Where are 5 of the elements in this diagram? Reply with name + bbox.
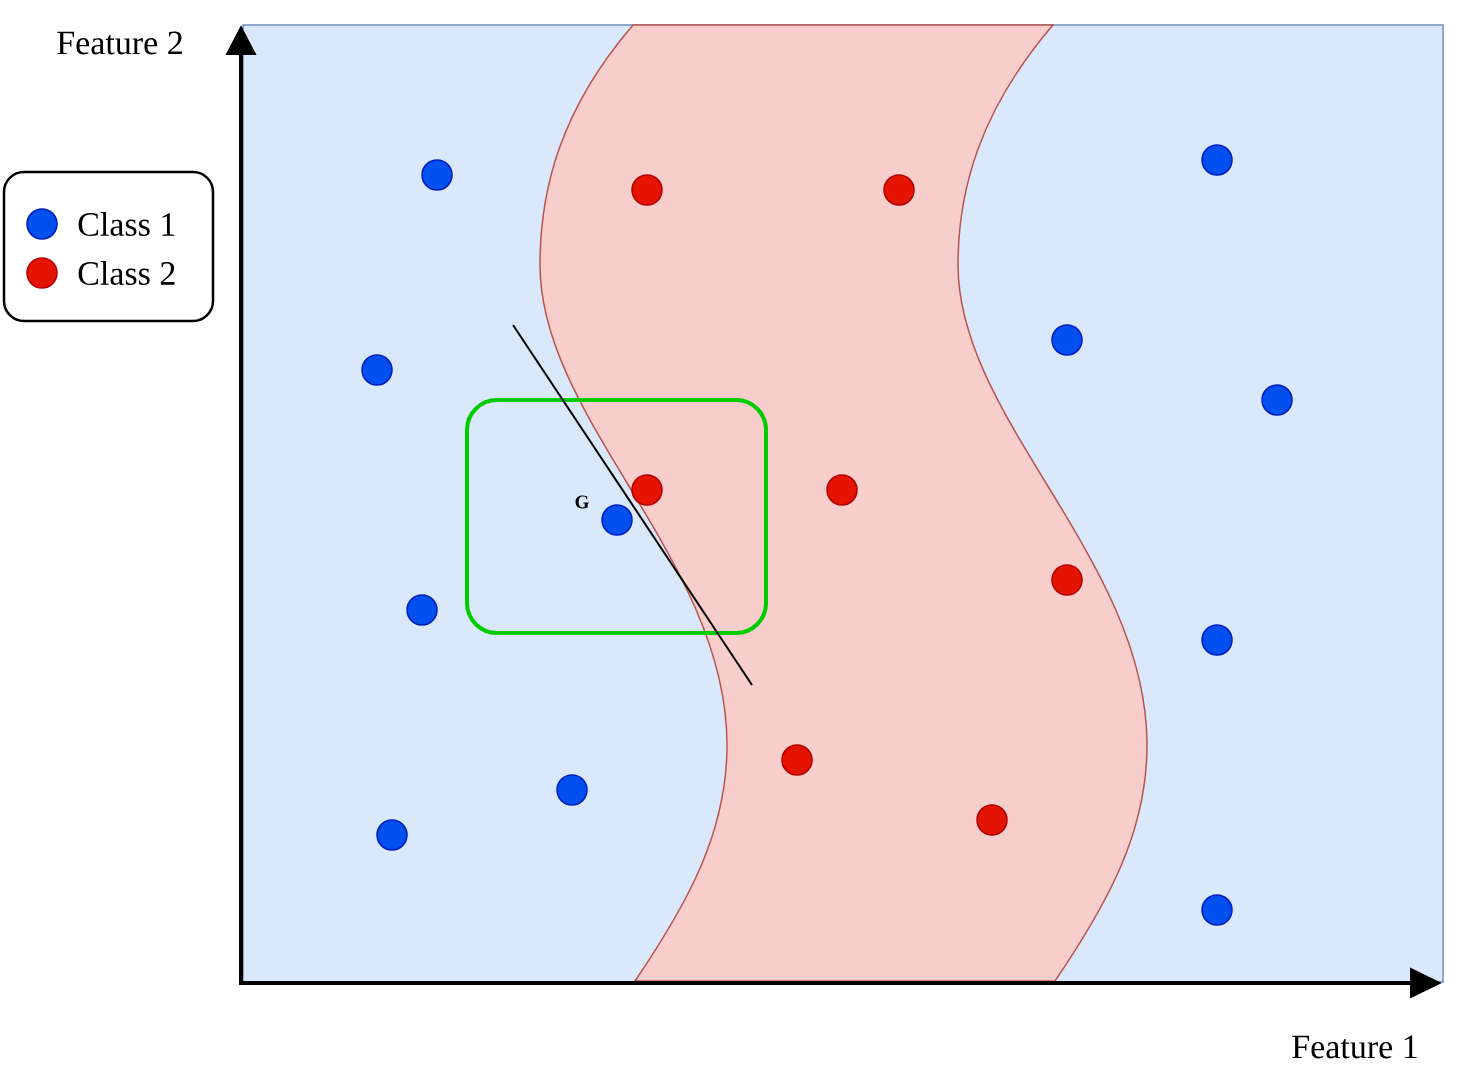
point-label: G: [575, 495, 589, 509]
legend-label: Class 1: [78, 212, 175, 236]
legend-label: Class 2: [78, 261, 175, 285]
axis-label: Feature 2: [57, 31, 182, 55]
axis-label: Feature 1: [1292, 1035, 1417, 1059]
